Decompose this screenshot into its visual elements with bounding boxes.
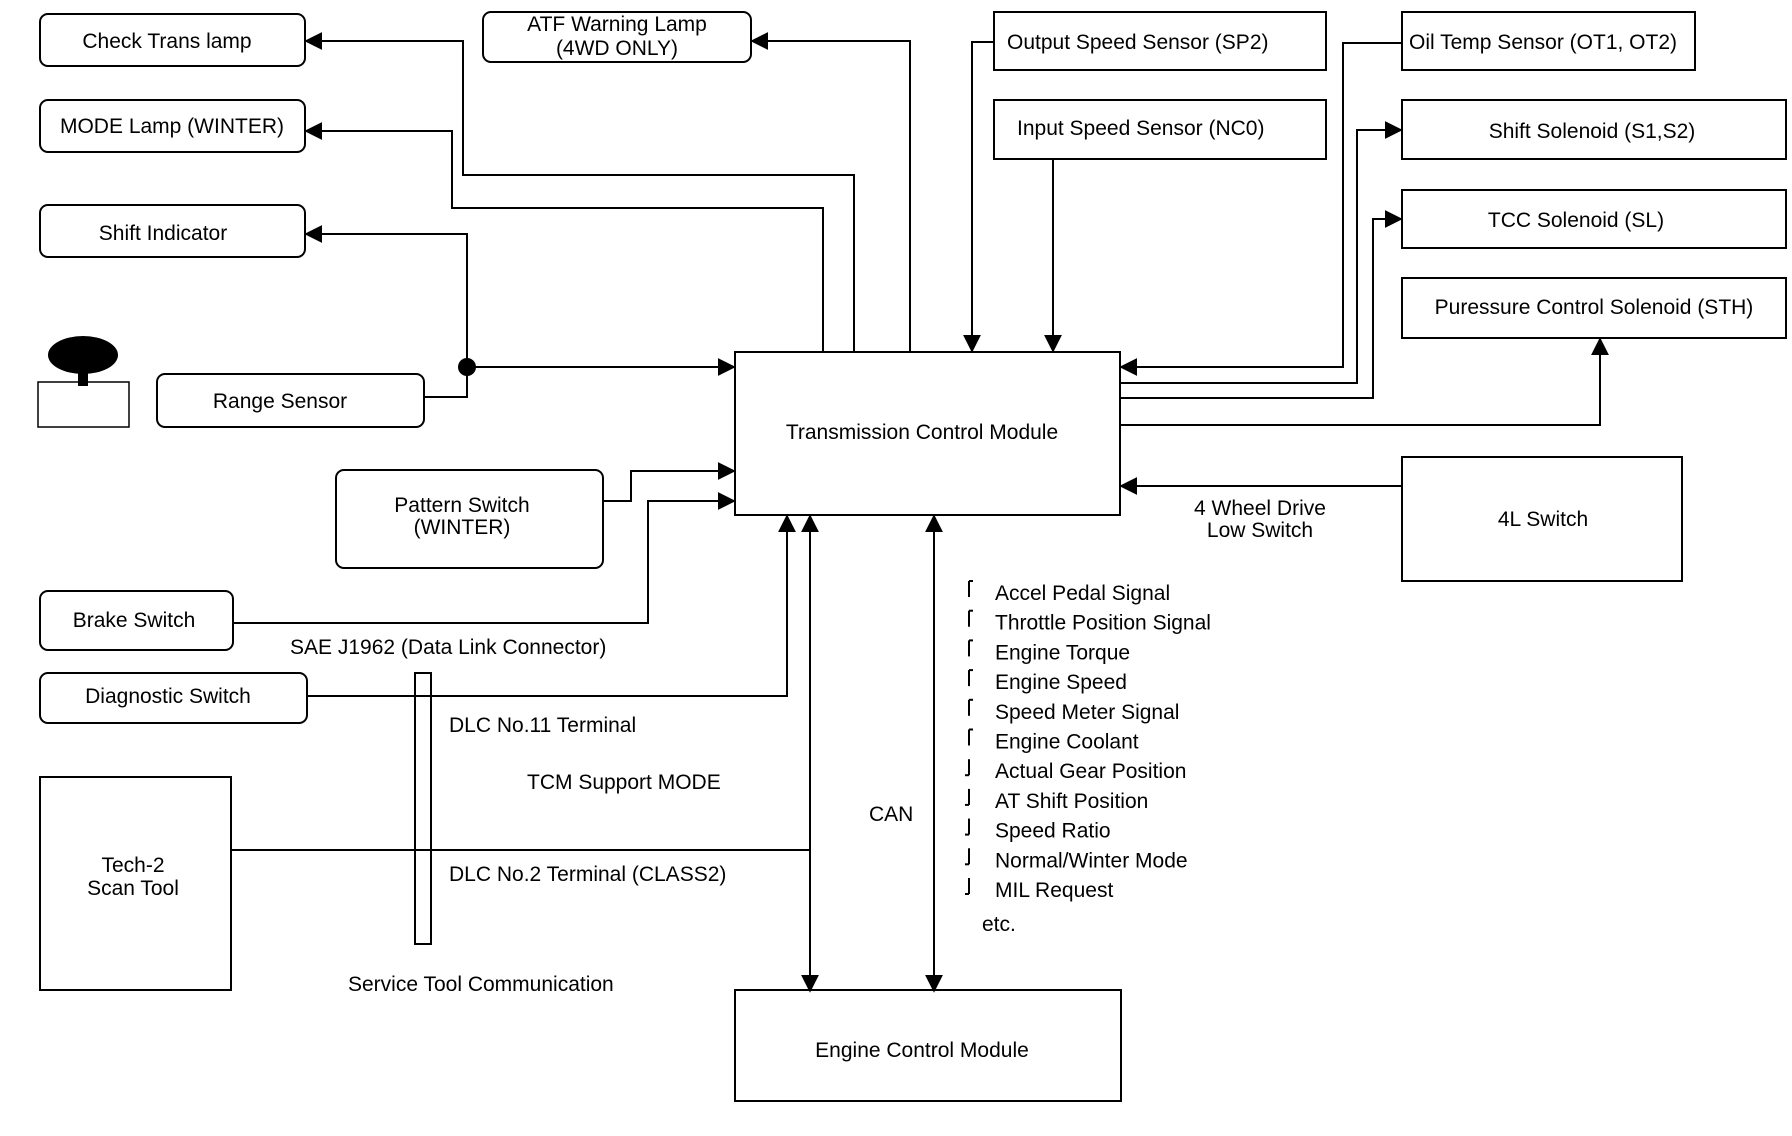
can-signal-label: Speed Ratio [995, 820, 1111, 843]
tcc-solenoid-label: TCC Solenoid (SL) [1488, 209, 1664, 232]
service-tool-label: Service Tool Communication [348, 973, 614, 996]
oil-temp-sensor-label: Oil Temp Sensor (OT1, OT2) [1409, 31, 1677, 54]
can-signal-label: Engine Torque [995, 641, 1130, 664]
dlc-11-label: DLC No.11 Terminal [449, 714, 636, 737]
check-trans-lamp-line [304, 32, 855, 352]
can-signal-label: AT Shift Position [995, 790, 1148, 813]
can-signal-item: Accel Pedal Signal [968, 580, 1170, 605]
can-signal-label: Engine Speed [995, 671, 1127, 694]
can-signal-label: Accel Pedal Signal [995, 582, 1170, 605]
mode-lamp-label: MODE Lamp (WINTER) [60, 115, 284, 138]
input-speed-sensor-label: Input Speed Sensor (NC0) [1017, 117, 1264, 140]
check-trans-lamp-box: Check Trans lamp [39, 13, 306, 67]
pattern-switch-box: Pattern Switch (WINTER) [335, 469, 604, 569]
atf-warning-lamp-label-1: ATF Warning Lamp [527, 13, 707, 36]
pressure-control-solenoid-box: Puressure Control Solenoid (STH) [1401, 277, 1787, 339]
dlc-2-label: DLC No.2 Terminal (CLASS2) [449, 863, 726, 886]
ecm-label: Engine Control Module [815, 1039, 1029, 1062]
can-signal-item: Speed Meter Signal [968, 698, 1179, 724]
shift-indicator-line [304, 225, 468, 367]
can-signal-item: Engine Coolant [968, 728, 1139, 754]
can-signal-item: Actual Gear Position [965, 759, 1186, 783]
check-trans-lamp-label: Check Trans lamp [82, 30, 251, 53]
tech2-scan-tool-label-2: Scan Tool [87, 877, 179, 900]
pattern-switch-label-1: Pattern Switch [394, 494, 529, 517]
brake-switch-box: Brake Switch [39, 590, 234, 651]
shift-indicator-label: Shift Indicator [99, 222, 227, 245]
can-signal-label: Throttle Position Signal [995, 612, 1211, 635]
pattern-switch-label-2: (WINTER) [414, 516, 511, 539]
pressure-control-solenoid-line [1121, 337, 1609, 426]
can-signal-item: Throttle Position Signal [968, 609, 1211, 635]
tech2-scan-tool-label-1: Tech-2 [101, 854, 164, 877]
can-signal-label: MIL Request [995, 879, 1113, 902]
can-signal-label: Speed Meter Signal [995, 701, 1179, 724]
shift-indicator-box: Shift Indicator [39, 204, 306, 258]
brake-switch-label: Brake Switch [73, 609, 196, 632]
can-signals-etc: etc. [982, 913, 1016, 936]
four-l-switch-label: 4L Switch [1498, 508, 1588, 531]
brake-switch-line [233, 492, 736, 624]
input-speed-sensor-box: Input Speed Sensor (NC0) [993, 99, 1327, 160]
range-sensor-label: Range Sensor [213, 390, 347, 413]
tcm-label: Transmission Control Module [786, 421, 1058, 444]
can-signal-item: Engine Torque [968, 639, 1130, 664]
four-l-switch-box: 4L Switch [1401, 456, 1683, 582]
four-wheel-drive-label-1: 4 Wheel Drive [1194, 497, 1326, 520]
mode-lamp-line [304, 122, 824, 352]
sae-j1962-label: SAE J1962 (Data Link Connector) [290, 636, 606, 659]
shift-solenoid-label: Shift Solenoid (S1,S2) [1489, 120, 1696, 143]
tcc-solenoid-box: TCC Solenoid (SL) [1401, 189, 1787, 249]
can-label: CAN [869, 803, 913, 826]
tcc-solenoid-line [1121, 210, 1403, 399]
can-signal-label: Normal/Winter Mode [995, 849, 1188, 872]
ecm-box: Engine Control Module [734, 989, 1122, 1102]
can-signal-item: MIL Request [965, 878, 1113, 902]
can-signal-item: Normal/Winter Mode [965, 848, 1188, 872]
oil-temp-sensor-box: Oil Temp Sensor (OT1, OT2) [1401, 11, 1696, 71]
pattern-switch-line [604, 462, 736, 502]
tcm-box: Transmission Control Module [734, 351, 1121, 516]
atf-warning-lamp-box: ATF Warning Lamp (4WD ONLY) [482, 11, 752, 63]
can-signal-item: AT Shift Position [965, 788, 1148, 813]
diagnostic-switch-label: Diagnostic Switch [85, 685, 251, 708]
output-speed-sensor-line [963, 41, 994, 353]
tcm-support-mode-label: TCM Support MODE [527, 771, 721, 794]
shift-lever-icon [37, 336, 130, 428]
output-speed-sensor-box: Output Speed Sensor (SP2) [993, 11, 1327, 71]
can-signal-label: Engine Coolant [995, 731, 1139, 754]
diagnostic-switch-box: Diagnostic Switch [39, 672, 308, 724]
data-link-connector-bar [414, 672, 432, 945]
tech2-scan-tool-box: Tech-2 Scan Tool [39, 776, 232, 991]
mode-lamp-box: MODE Lamp (WINTER) [39, 99, 306, 153]
range-sensor-line [424, 358, 736, 398]
oil-temp-sensor-line [1119, 42, 1402, 376]
range-sensor-junction [458, 358, 476, 376]
range-sensor-box: Range Sensor [156, 373, 425, 428]
diagnostic-switch-line [307, 514, 796, 697]
shift-solenoid-box: Shift Solenoid (S1,S2) [1401, 99, 1787, 160]
can-signal-item: Speed Ratio [965, 818, 1111, 843]
can-signal-label: Actual Gear Position [995, 760, 1186, 783]
pressure-control-solenoid-label: Puressure Control Solenoid (STH) [1435, 296, 1754, 319]
four-wheel-drive-label-2: Low Switch [1207, 519, 1313, 542]
atf-warning-lamp-line [750, 32, 911, 352]
can-signal-item: Engine Speed [968, 669, 1127, 694]
shift-solenoid-line [1121, 121, 1403, 384]
output-speed-sensor-label: Output Speed Sensor (SP2) [1007, 31, 1269, 54]
atf-warning-lamp-label-2: (4WD ONLY) [556, 37, 678, 60]
